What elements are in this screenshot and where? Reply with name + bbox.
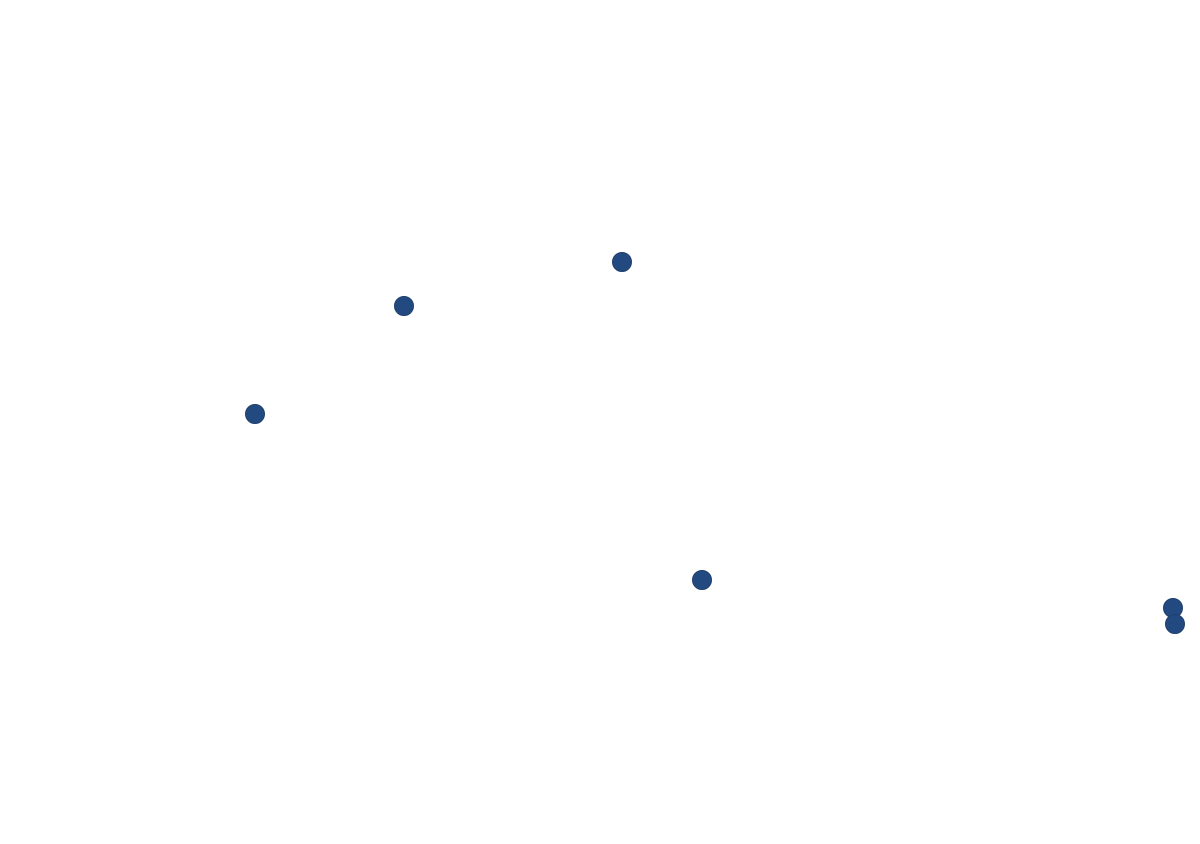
scatter-point-4 <box>692 570 712 590</box>
scatter-point-6 <box>1165 614 1185 634</box>
points-layer <box>245 252 1185 634</box>
scatter-point-1 <box>245 404 265 424</box>
scatter-point-2 <box>394 296 414 316</box>
scatter-point-3 <box>612 252 632 272</box>
